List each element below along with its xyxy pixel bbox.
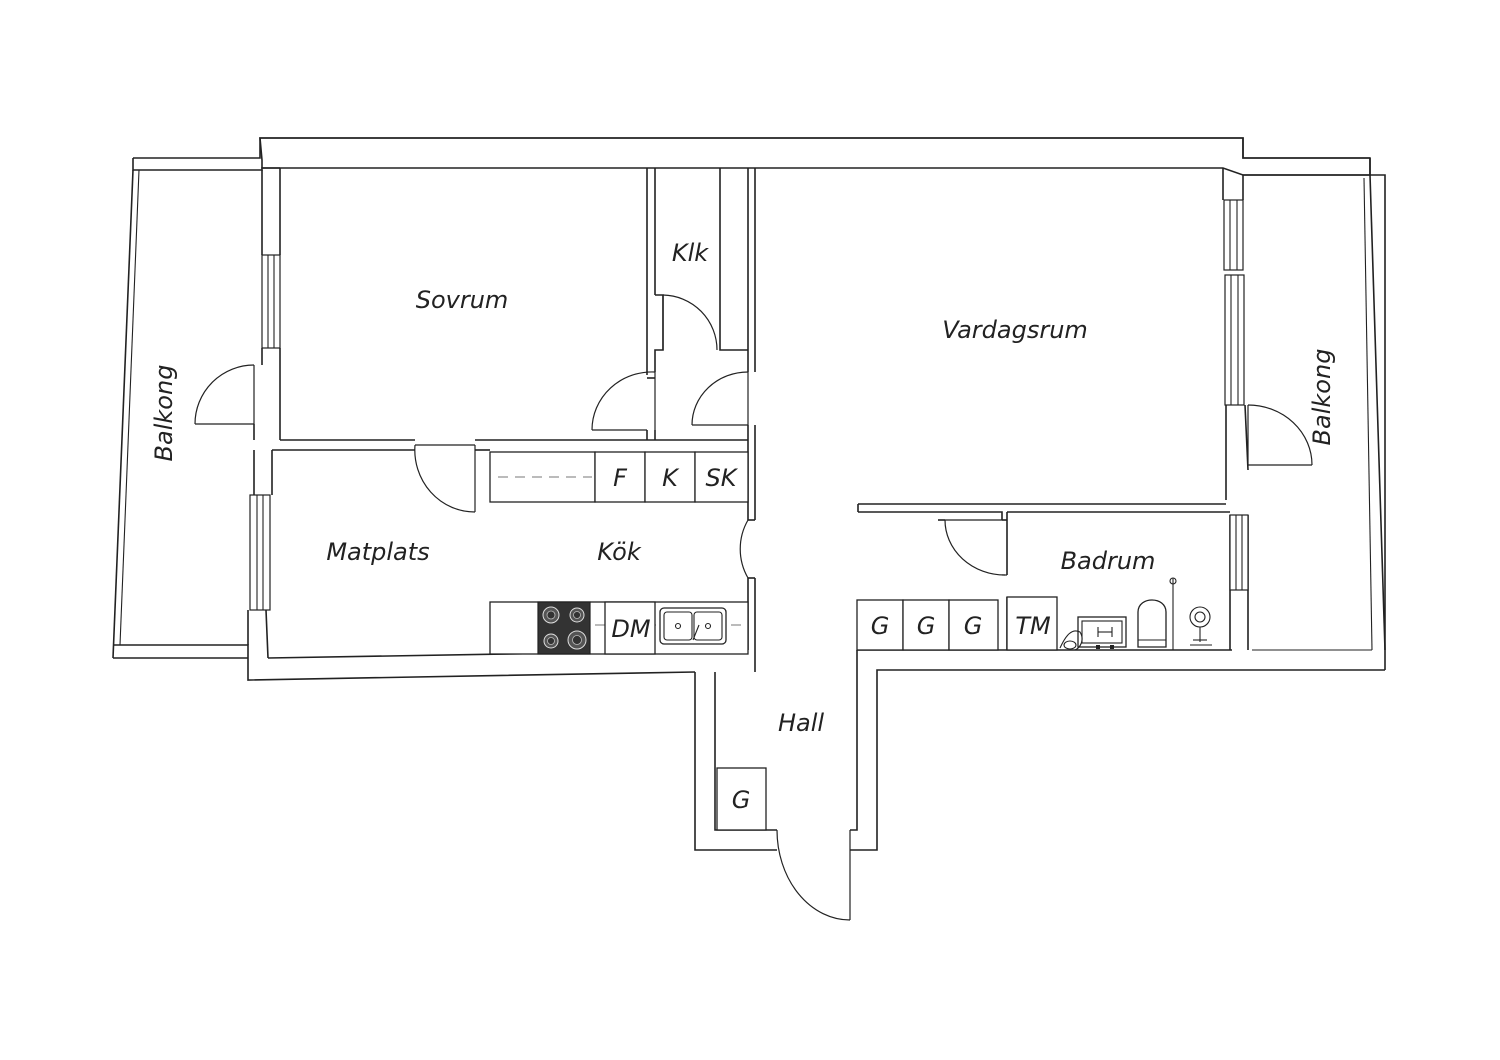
- washer-label: TM: [1015, 612, 1051, 640]
- room-label-vardagsrum: Vardagsrum: [942, 316, 1088, 344]
- door-balcony-left: [194, 364, 255, 425]
- wardrobe-3-label: G: [964, 612, 983, 640]
- balcony-right: [1252, 174, 1386, 651]
- wardrobe-2-label: G: [917, 612, 936, 640]
- room-label-sovrum: Sovrum: [416, 286, 509, 314]
- room-labels: Balkong Sovrum Klk Vardagsrum Balkong Ma…: [150, 239, 1336, 737]
- door-badrum: [944, 519, 1007, 576]
- kitchen-cabinet-label: K: [662, 464, 680, 492]
- wardrobe-1-box: [856, 599, 904, 651]
- room-label-balkong-right: Balkong: [1308, 349, 1336, 446]
- room-label-hall: Hall: [778, 709, 824, 737]
- fridge-box: [594, 451, 646, 503]
- washer-box: [1006, 596, 1058, 651]
- window-sovrum: [261, 254, 281, 349]
- door-vardagsrum: [691, 371, 749, 426]
- sink-icon: [659, 607, 727, 645]
- dishwasher-box: [604, 601, 656, 655]
- broom-closet-box: [694, 451, 749, 503]
- stove-icon: [537, 601, 591, 655]
- toilet-icon: [1137, 577, 1177, 650]
- door-balcony-right: [1247, 404, 1313, 466]
- door-kok: [739, 519, 749, 579]
- window-vardagsrum-1: [1223, 199, 1244, 271]
- bathtub-icon: [1059, 616, 1127, 651]
- room-label-klk: Klk: [672, 239, 709, 267]
- broom-closet-label: SK: [706, 464, 739, 492]
- wardrobe-3-box: [948, 599, 999, 651]
- door-klk: [662, 294, 718, 351]
- window-vardagsrum-2: [1224, 274, 1245, 406]
- bathroom-fixtures: TM: [1006, 577, 1212, 651]
- wardrobe-2-box: [902, 599, 950, 651]
- fridge-label: F: [613, 464, 628, 492]
- door-entry: [776, 829, 851, 921]
- doors: [194, 294, 1313, 921]
- washbasin-icon: [1189, 606, 1212, 646]
- balcony-left: [112, 169, 140, 659]
- outer-walls: [113, 137, 1386, 851]
- room-label-kok: Kök: [597, 538, 642, 566]
- kitchen-lower-counter: DM: [489, 601, 749, 655]
- windows: [249, 199, 1249, 611]
- room-label-balkong-left: Balkong: [150, 365, 178, 462]
- room-label-matplats: Matplats: [326, 538, 429, 566]
- dishwasher-label: DM: [611, 615, 650, 643]
- kitchen-upper-counter: F K SK: [489, 451, 749, 503]
- wardrobe-1-label: G: [871, 612, 890, 640]
- interior-walls: [272, 168, 1230, 672]
- door-corridor-left: [591, 371, 656, 431]
- hall-wardrobe-label: G: [732, 786, 751, 814]
- room-label-badrum: Badrum: [1061, 547, 1156, 575]
- door-sovrum: [414, 444, 476, 513]
- hall-wardrobe-box: [716, 767, 767, 831]
- hall-wardrobes: G G G G: [716, 599, 999, 831]
- window-badrum: [1229, 514, 1249, 591]
- window-matplats: [249, 494, 271, 611]
